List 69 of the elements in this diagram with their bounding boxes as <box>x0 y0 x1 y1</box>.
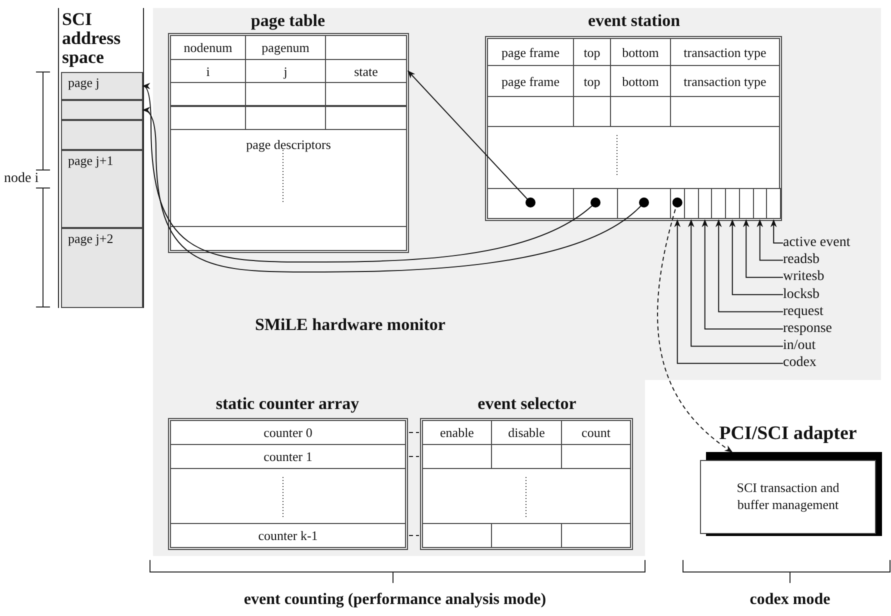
table-cell <box>766 188 781 219</box>
dashed-arrow <box>657 198 733 452</box>
table-cell <box>711 188 726 219</box>
leader-line <box>729 219 784 296</box>
mode-label: event counting (performance analysis mode) <box>242 591 548 609</box>
signal-label: in/out <box>783 338 875 354</box>
table-cell <box>684 188 698 219</box>
table-cell: i <box>170 59 246 83</box>
panel-title: SMiLE hardware monitor <box>255 316 446 333</box>
leader-line <box>742 219 784 278</box>
table-cell: counter 0 <box>170 420 406 445</box>
memory-page-cell <box>61 100 143 120</box>
table-cell: enable <box>422 420 492 445</box>
leader-line <box>770 219 784 244</box>
leader-line <box>688 219 784 347</box>
table-cell: top <box>573 38 611 66</box>
leader-line <box>702 219 784 330</box>
adapter-title: PCI/SCI adapter <box>718 424 858 443</box>
table-cell <box>422 523 492 548</box>
dashed-connector <box>408 432 420 433</box>
table-cell <box>573 188 618 219</box>
signal-label: response <box>783 321 875 337</box>
table-title: event station <box>586 12 682 29</box>
table-cell: top <box>573 65 611 97</box>
table-cell: bottom <box>610 65 671 97</box>
table-cell: page descriptors <box>170 129 407 227</box>
memory-page-cell: page j <box>61 72 143 100</box>
memory-page-cell <box>61 120 143 150</box>
table-cell: transaction type <box>670 65 780 97</box>
table-cell <box>617 188 671 219</box>
dimension-label: node i <box>4 171 40 187</box>
table-cell: j <box>245 59 326 83</box>
table-title: page table <box>250 12 326 29</box>
table-cell: page frame <box>487 38 574 66</box>
arrow <box>142 108 649 272</box>
signal-label: locksb <box>783 286 875 303</box>
leader-line <box>674 219 784 364</box>
table-cell: count <box>561 420 631 445</box>
signal-label: active event <box>783 235 875 251</box>
memory-page-cell: page j+1 <box>61 150 143 228</box>
column-title: SCI address space <box>62 10 122 67</box>
table-cell: disable <box>491 420 562 445</box>
table-cell: state <box>325 59 407 83</box>
table-cell <box>422 444 492 469</box>
dashed-connector <box>408 535 420 536</box>
signal-label: readsb <box>783 252 875 268</box>
leader-line <box>756 219 784 261</box>
leader-line <box>715 219 784 312</box>
table-cell: bottom <box>610 38 671 66</box>
memory-page-cell: page j+2 <box>61 228 143 308</box>
table-cell <box>738 188 754 219</box>
table-cell: page frame <box>487 65 574 97</box>
signal-label: writesb <box>783 269 875 286</box>
table-title: event selector <box>476 395 578 412</box>
table-cell: counter 1 <box>170 444 406 469</box>
table-cell: counter k-1 <box>170 523 406 548</box>
table-cell <box>725 188 740 219</box>
table-cell: nodenum <box>170 35 246 60</box>
signal-label: request <box>783 304 875 320</box>
table-cell <box>487 188 574 219</box>
signal-label: codex <box>783 355 875 372</box>
table-cell: pagenum <box>245 35 326 60</box>
process-box: SCI transaction and buffer management <box>700 460 876 534</box>
arrow <box>142 84 600 262</box>
mode-label: codex mode <box>748 591 832 609</box>
table-title: static counter array <box>214 395 360 412</box>
table-cell: transaction type <box>670 38 780 66</box>
dashed-connector <box>408 456 420 457</box>
arrow <box>407 70 536 208</box>
